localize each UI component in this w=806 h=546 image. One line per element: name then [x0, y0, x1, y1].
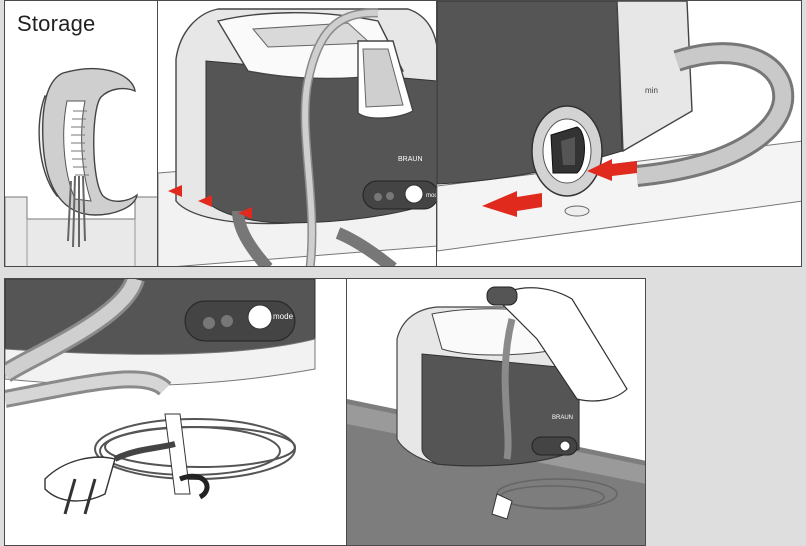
panel-carry-station: BRAUN — [346, 278, 646, 546]
carry-station-illustration: BRAUN — [347, 279, 646, 546]
hose-slot-illustration: min — [437, 1, 802, 267]
section-title: Storage — [17, 11, 95, 37]
panel-cable-strap: mode — [4, 278, 347, 546]
mode-label: mode — [273, 312, 294, 321]
brand-logo: BRAUN — [398, 156, 423, 163]
panel-cable-routing: BRAUN mode — [157, 0, 437, 267]
cable-strap-illustration: mode — [5, 279, 347, 546]
station-cable-illustration: BRAUN mode — [158, 1, 437, 267]
storage-panel-cable-hook: Storage — [4, 0, 158, 267]
min-label: min — [645, 86, 658, 95]
brand-logo: BRAUN — [552, 415, 573, 421]
panel-hose-slot: min — [436, 0, 802, 267]
cable-hook-illustration — [5, 1, 158, 267]
